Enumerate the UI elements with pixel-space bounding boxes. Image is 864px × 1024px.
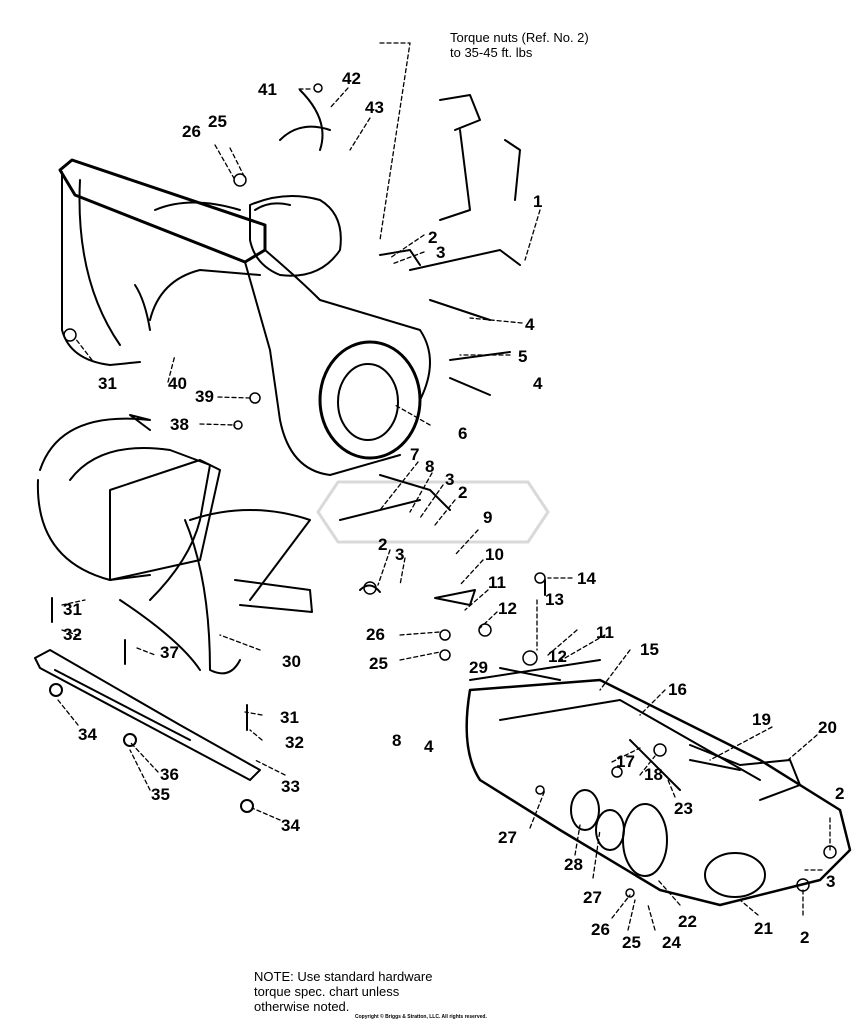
callout-35: 35 bbox=[151, 785, 170, 804]
drive-parts bbox=[339, 474, 741, 791]
callout-3: 3 bbox=[826, 872, 835, 891]
callout-8: 8 bbox=[425, 457, 434, 476]
scraper-bar bbox=[34, 597, 261, 813]
callout-11: 11 bbox=[596, 623, 614, 642]
exploded-view-artwork bbox=[34, 42, 852, 931]
callout-4: 4 bbox=[424, 737, 434, 756]
callout-12: 12 bbox=[498, 599, 517, 618]
callout-31: 31 bbox=[63, 600, 82, 619]
callout-43: 43 bbox=[365, 98, 384, 117]
callout-42: 42 bbox=[342, 69, 361, 88]
callout-9: 9 bbox=[483, 508, 492, 527]
callout-3: 3 bbox=[395, 545, 404, 564]
callout-27: 27 bbox=[498, 828, 517, 847]
callout-25: 25 bbox=[208, 112, 227, 131]
callout-30: 30 bbox=[282, 652, 301, 671]
callout-36: 36 bbox=[160, 765, 179, 784]
callout-31: 31 bbox=[98, 374, 117, 393]
callout-33: 33 bbox=[281, 777, 300, 796]
callout-24: 24 bbox=[662, 933, 681, 952]
callout-2: 2 bbox=[378, 535, 387, 554]
auger bbox=[36, 414, 313, 675]
callout-20: 20 bbox=[818, 718, 837, 737]
leader-lines bbox=[57, 42, 831, 931]
chain-case bbox=[465, 678, 852, 907]
callout-2: 2 bbox=[428, 228, 437, 247]
hardware-note-line-2: torque spec. chart unless bbox=[254, 984, 400, 999]
callout-25: 25 bbox=[369, 654, 388, 673]
callout-22: 22 bbox=[678, 912, 697, 931]
callout-41: 41 bbox=[258, 80, 277, 99]
callout-5: 5 bbox=[518, 347, 527, 366]
callout-18: 18 bbox=[644, 765, 663, 784]
callout-4: 4 bbox=[533, 374, 543, 393]
auger-housing bbox=[58, 158, 431, 476]
callout-12: 12 bbox=[548, 647, 567, 666]
callout-32: 32 bbox=[63, 625, 82, 644]
callout-31: 31 bbox=[280, 708, 299, 727]
hardware-note: NOTE: Use standard hardware torque spec.… bbox=[254, 969, 432, 1014]
callout-28: 28 bbox=[564, 855, 583, 874]
hardware-note-line-1: NOTE: Use standard hardware bbox=[254, 969, 433, 984]
callout-26: 26 bbox=[182, 122, 201, 141]
callout-17: 17 bbox=[616, 752, 635, 771]
callout-16: 16 bbox=[668, 680, 687, 699]
callout-15: 15 bbox=[640, 640, 659, 659]
callout-11: 11 bbox=[488, 573, 506, 592]
callout-1: 1 bbox=[533, 192, 542, 211]
callout-8: 8 bbox=[392, 731, 401, 750]
callout-25: 25 bbox=[622, 933, 641, 952]
callout-19: 19 bbox=[752, 710, 771, 729]
callout-40: 40 bbox=[168, 374, 187, 393]
callout-34: 34 bbox=[281, 816, 300, 835]
hardware-fasteners bbox=[63, 83, 837, 898]
torque-note: Torque nuts (Ref. No. 2) to 35-45 ft. lb… bbox=[450, 30, 589, 60]
callout-14: 14 bbox=[577, 569, 596, 588]
callout-32: 32 bbox=[285, 733, 304, 752]
callout-34: 34 bbox=[78, 725, 97, 744]
torque-note-line-2: to 35-45 ft. lbs bbox=[450, 45, 533, 60]
copyright-text: Copyright © Briggs & Stratton, LLC. All … bbox=[355, 1014, 487, 1020]
callout-2: 2 bbox=[835, 784, 844, 803]
callout-2: 2 bbox=[458, 483, 467, 502]
callout-10: 10 bbox=[485, 545, 504, 564]
callout-3: 3 bbox=[445, 470, 454, 489]
callout-13: 13 bbox=[545, 590, 564, 609]
control-linkage bbox=[279, 89, 521, 396]
callout-7: 7 bbox=[410, 445, 419, 464]
callout-4: 4 bbox=[525, 315, 535, 334]
callout-29: 29 bbox=[469, 658, 488, 677]
callout-27: 27 bbox=[583, 888, 602, 907]
callout-2: 2 bbox=[800, 928, 809, 947]
callout-6: 6 bbox=[458, 424, 467, 443]
callout-21: 21 bbox=[754, 919, 773, 938]
callout-37: 37 bbox=[160, 643, 179, 662]
callout-23: 23 bbox=[674, 799, 693, 818]
callout-26: 26 bbox=[366, 625, 385, 644]
callout-26: 26 bbox=[591, 920, 610, 939]
torque-note-line-1: Torque nuts (Ref. No. 2) bbox=[450, 30, 589, 45]
callout-38: 38 bbox=[170, 415, 189, 434]
callout-3: 3 bbox=[436, 243, 445, 262]
watermark-logo bbox=[316, 480, 550, 544]
hardware-note-line-3: otherwise noted. bbox=[254, 999, 350, 1014]
callout-39: 39 bbox=[195, 387, 214, 406]
